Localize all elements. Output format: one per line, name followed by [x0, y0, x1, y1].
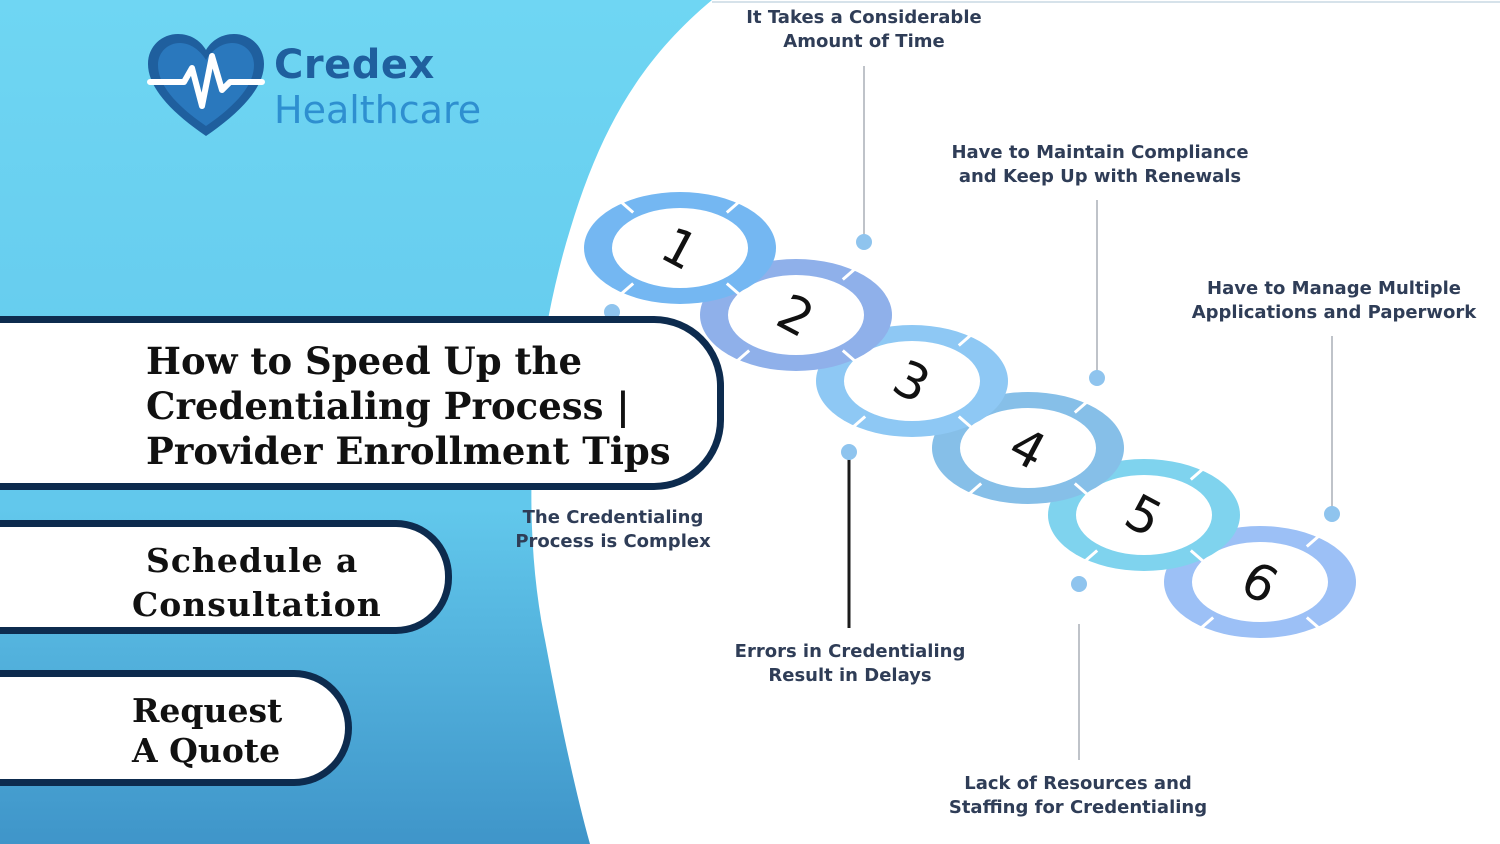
connector-dot-2 [856, 234, 872, 250]
request-quote-button[interactable]: Request A Quote [0, 670, 352, 786]
step-ring-1: 1 [584, 192, 776, 304]
connector-dot-6 [1324, 506, 1340, 522]
brand-name-line1: Credex [274, 42, 435, 88]
connector-dot-4 [1089, 370, 1105, 386]
page-title: How to Speed Up the Credentialing Proces… [146, 339, 671, 473]
request-quote-label: Request A Quote [132, 691, 283, 770]
connector-dot-5 [1071, 576, 1087, 592]
schedule-consultation-button[interactable]: Schedule a Consultation [0, 520, 452, 634]
schedule-consultation-label: Schedule a Consultation [132, 541, 382, 624]
brand-name-line2: Healthcare [274, 88, 482, 132]
step-connectors [604, 66, 1340, 760]
connector-dot-3 [841, 444, 857, 460]
brand-logo: Credex Healthcare [146, 36, 506, 146]
heart-pulse-icon [147, 34, 265, 136]
title-banner: How to Speed Up the Credentialing Proces… [0, 316, 724, 490]
step-ring-4: 4 [932, 392, 1124, 504]
